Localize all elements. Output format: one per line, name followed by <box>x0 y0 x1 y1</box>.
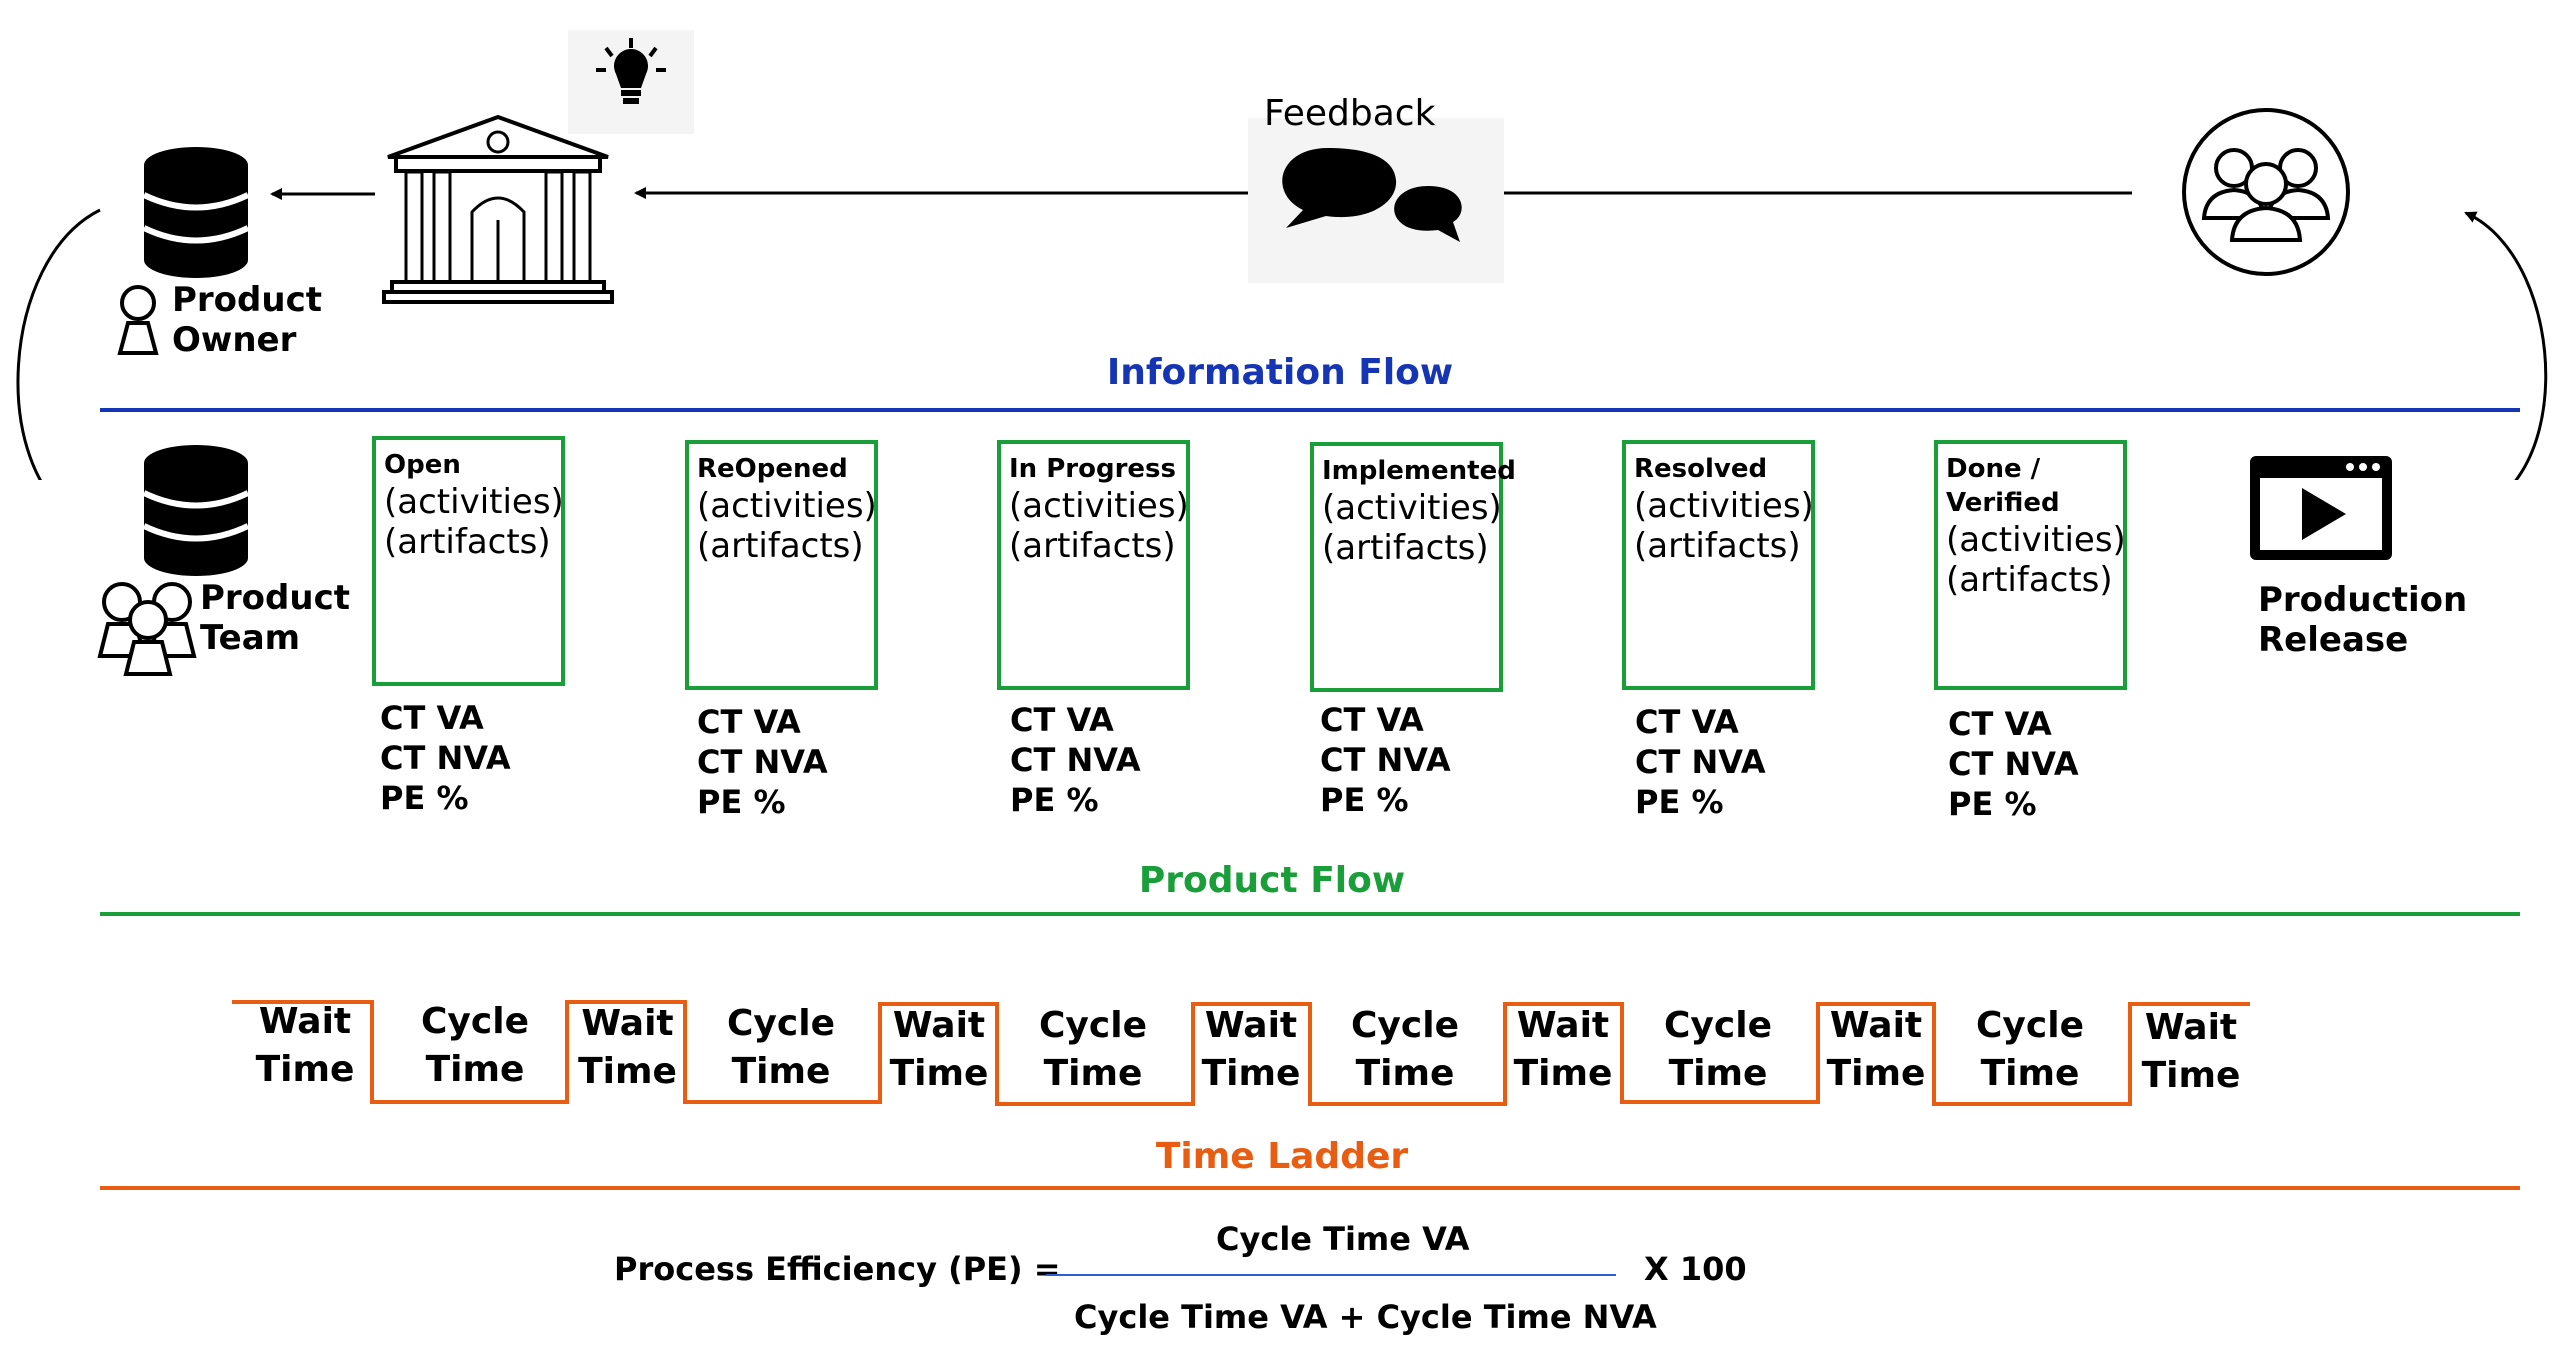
stage-artifacts: (artifacts) <box>1009 526 1176 566</box>
product-team-graphics <box>97 445 2392 676</box>
cycle-time-2: Cycle Time <box>727 1003 835 1092</box>
time-ladder-steps <box>232 1000 2250 1106</box>
stage-activities: (activities) <box>1322 488 1502 528</box>
stage-metrics-in-progress: CT VA CT NVA PE % <box>1010 700 1141 820</box>
stage-activities: (activities) <box>697 486 877 526</box>
time-ladder-title: Time Ladder <box>1155 1136 1409 1177</box>
stage-activities: (activities) <box>1946 520 2126 560</box>
cycle-time-6: Cycle Time <box>1976 1005 2084 1094</box>
pe-percent: PE % <box>380 779 469 817</box>
pe-percent: PE % <box>1635 783 1724 821</box>
wait-time-7: Wait Time <box>2141 1007 2241 1096</box>
ct-nva: CT NVA <box>380 739 511 777</box>
stage-title: ReOpened <box>697 454 848 484</box>
product-team-label: Product Team <box>200 578 350 658</box>
team-people-icon <box>97 582 197 676</box>
stage-implemented: Implemented (activities) (artifacts) <box>1310 442 1516 692</box>
stage-artifacts: (artifacts) <box>1946 560 2113 600</box>
stage-artifacts: (artifacts) <box>384 522 551 562</box>
stage-activities: (activities) <box>1634 486 1814 526</box>
stage-title: Implemented <box>1322 456 1516 486</box>
pe-percent: PE % <box>1948 785 2037 823</box>
lightbulb-icon <box>568 30 694 134</box>
time-ladder-divider <box>100 1186 2520 1190</box>
stage-artifacts: (artifacts) <box>1322 528 1489 568</box>
wait-time-1: Wait Time <box>255 1001 355 1090</box>
stage-reopened: ReOpened (activities) (artifacts) <box>685 440 878 690</box>
stage-activities: (activities) <box>1009 486 1189 526</box>
feedback-label: Feedback <box>1264 93 1436 134</box>
formula-lhs: Process Efficiency (PE) = <box>614 1250 1061 1288</box>
cycle-time-4: Cycle Time <box>1351 1005 1459 1094</box>
product-flow-divider <box>100 912 2520 916</box>
wait-time-2: Wait Time <box>578 1003 677 1092</box>
ct-nva: CT NVA <box>1948 745 2079 783</box>
pe-percent: PE % <box>697 783 786 821</box>
cycle-time-5: Cycle Time <box>1664 1005 1772 1094</box>
ct-nva: CT NVA <box>1010 741 1141 779</box>
product-owner-label: Product Owner <box>172 280 322 360</box>
stage-title: Resolved <box>1634 454 1768 484</box>
ct-va: CT VA <box>1010 701 1114 739</box>
ct-va: CT VA <box>1948 705 2052 743</box>
wait-time-3: Wait Time <box>889 1005 989 1094</box>
formula-divider <box>1046 1274 1616 1276</box>
stage-open: Open (activities) (artifacts) <box>372 436 565 686</box>
customers-group-icon <box>2182 108 2350 276</box>
stage-done-verified: Done / Verified (activities) (artifacts) <box>1934 440 2127 690</box>
stage-in-progress: In Progress (activities) (artifacts) <box>997 440 1190 690</box>
top-graphics <box>16 30 2548 480</box>
video-player-icon <box>2250 456 2392 560</box>
stage-metrics-resolved: CT VA CT NVA PE % <box>1635 702 1766 822</box>
release-to-customers-arrow <box>2464 211 2548 480</box>
ct-va: CT VA <box>1635 703 1739 741</box>
formula-multiplier: X 100 <box>1644 1250 1747 1288</box>
database-icon <box>142 147 250 278</box>
stage-artifacts: (artifacts) <box>697 526 864 566</box>
ct-va: CT VA <box>1320 701 1424 739</box>
information-flow-divider <box>100 408 2520 412</box>
stage-metrics-implemented: CT VA CT NVA PE % <box>1320 700 1451 820</box>
bank-building-icon <box>382 114 614 304</box>
wait-time-5: Wait Time <box>1513 1005 1613 1094</box>
stage-metrics-open: CT VA CT NVA PE % <box>380 698 511 818</box>
stage-artifacts: (artifacts) <box>1634 526 1801 566</box>
stage-activities: (activities) <box>384 482 564 522</box>
production-release-label: Production Release <box>2258 580 2468 660</box>
wait-time-6: Wait Time <box>1826 1005 1926 1094</box>
stage-title: Open <box>384 450 461 480</box>
speech-bubbles-icon <box>1248 118 1504 283</box>
owner-to-team-arrow <box>16 208 101 480</box>
stage-resolved: Resolved (activities) (artifacts) <box>1622 440 1815 690</box>
database-icon <box>142 445 250 576</box>
stage-title: Done / Verified <box>1946 454 2060 518</box>
stage-title: In Progress <box>1009 454 1176 484</box>
formula-numerator: Cycle Time VA <box>1216 1220 1470 1258</box>
formula-denominator: Cycle Time VA + Cycle Time NVA <box>1074 1298 1657 1336</box>
information-flow-title: Information Flow <box>1106 352 1454 393</box>
pe-percent: PE % <box>1320 781 1409 819</box>
pe-percent: PE % <box>1010 781 1099 819</box>
ct-va: CT VA <box>697 703 801 741</box>
ct-va: CT VA <box>380 699 484 737</box>
ct-nva: CT NVA <box>1635 743 1766 781</box>
stage-metrics-done-verified: CT VA CT NVA PE % <box>1948 704 2079 824</box>
product-flow-title: Product Flow <box>1138 860 1406 901</box>
ct-nva: CT NVA <box>697 743 828 781</box>
person-icon <box>117 285 159 355</box>
stage-metrics-reopened: CT VA CT NVA PE % <box>697 702 828 822</box>
cycle-time-1: Cycle Time <box>421 1001 529 1090</box>
cycle-time-3: Cycle Time <box>1039 1005 1147 1094</box>
ct-nva: CT NVA <box>1320 741 1451 779</box>
wait-time-4: Wait Time <box>1201 1005 1301 1094</box>
